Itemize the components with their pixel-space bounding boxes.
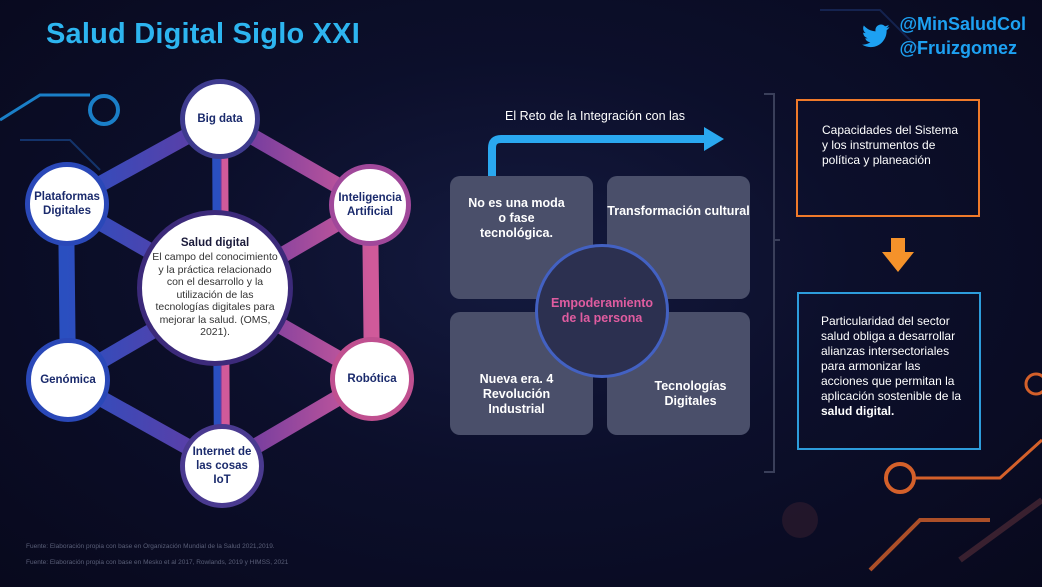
arrow-label: El Reto de la Integración con las [505, 109, 685, 123]
twitter-handle-fruizgomez[interactable]: @Fruizgomez [899, 38, 1018, 58]
particularidad-text: Particularidad del sector salud obliga a… [821, 314, 962, 403]
node-genomica-label: Genómica [40, 374, 96, 386]
page-title: Salud Digital Siglo XXI [46, 18, 360, 50]
footnote-2: Fuente: Elaboración propia con base en M… [26, 559, 289, 566]
social-handles: @MinSaludCol @Fruizgomez [899, 12, 1026, 60]
tile-nueva-era-label: Nueva era. 4 Revolución Industrial [479, 372, 554, 416]
footnote-1: Fuente: Elaboración propia con base en O… [26, 543, 275, 550]
twitter-icon [862, 24, 890, 48]
down-arrow-icon [882, 238, 914, 272]
node-internet-de-las-cosas: Internet de las cosas IoT [180, 424, 264, 508]
empoderamiento-circle: Empoderamiento de la persona [535, 244, 669, 378]
node-robotica-label: Robótica [347, 373, 397, 385]
center-description: El campo del conocimiento y la práctica … [152, 251, 278, 339]
node-inteligencia-label: Inteligencia Artificial [338, 192, 402, 218]
node-plataformas-digitales: Plataformas Digitales [25, 162, 109, 246]
bracket-divider [764, 93, 780, 473]
node-big-data-label: Big data [197, 113, 243, 125]
hexagon-center-salud-digital: Salud digital El campo del conocimiento … [137, 210, 293, 366]
node-inteligencia-artificial: Inteligencia Artificial [329, 164, 411, 246]
particularidad-bold-text: salud digital. [821, 404, 895, 418]
center-title: Salud digital [180, 237, 250, 250]
particularidad-box: Particularidad del sector salud obliga a… [797, 292, 981, 450]
node-plataformas-label: Plataformas Digitales [34, 191, 100, 217]
tile-moda-label: No es una moda o fase tecnológica. [468, 196, 565, 240]
reto-arrow-icon [488, 127, 724, 180]
twitter-handle-minsalud[interactable]: @MinSaludCol [899, 14, 1026, 34]
tile-transformacion-label: Transformación cultural [607, 204, 750, 218]
capacidades-box: Capacidades del Sistema y los instrument… [796, 99, 980, 217]
capacidades-text: Capacidades del Sistema y los instrument… [822, 123, 959, 167]
node-big-data: Big data [180, 79, 260, 159]
node-robotica: Robótica [330, 337, 414, 421]
node-internet-label: Internet de las cosas IoT [192, 446, 252, 486]
empoderamiento-label: Empoderamiento de la persona [550, 296, 654, 325]
tile-tecnologias-label: Tecnologías Digitales [654, 379, 727, 408]
node-genomica: Genómica [26, 338, 110, 422]
